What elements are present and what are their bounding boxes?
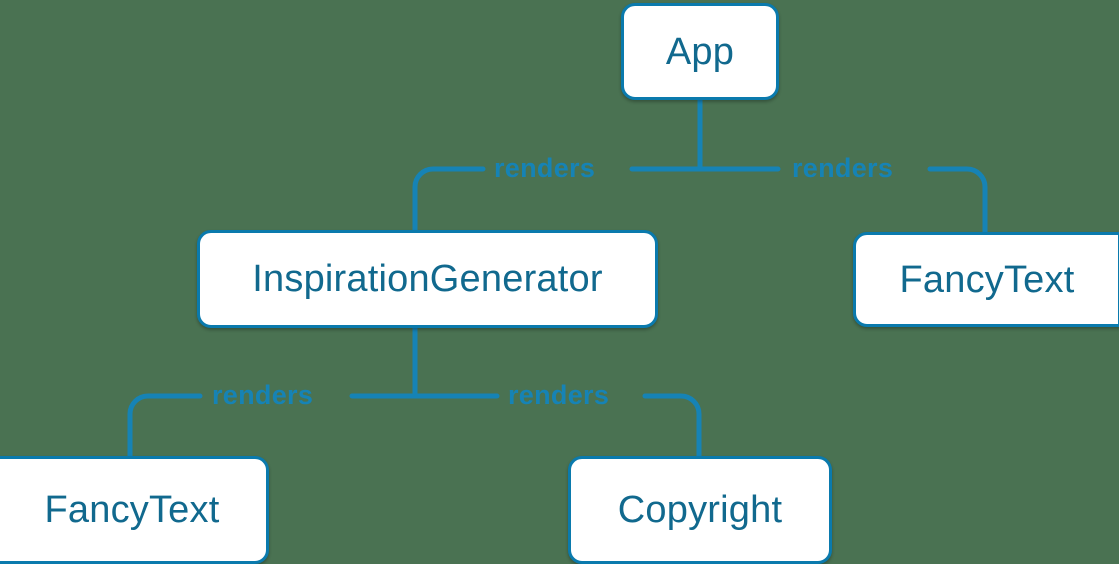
node-copyright[interactable]: Copyright	[568, 456, 832, 564]
node-fancytext-right-label: FancyText	[899, 258, 1075, 301]
node-fancytext-left-label: FancyText	[44, 489, 220, 531]
edge-inspiration-to-copyright	[412, 393, 702, 459]
edge-app-to-inspiration	[412, 166, 703, 233]
edge-label-app-to-inspiration-generator: renders	[494, 153, 596, 183]
edge-label-inspiration-generator-to-fancytext-left: renders	[212, 380, 314, 410]
node-copyright-label: Copyright	[617, 489, 783, 531]
edge-label-inspiration-generator-to-copyright: renders	[508, 380, 610, 410]
node-inspiration-generator-label: InspirationGenerator	[252, 258, 603, 300]
node-fancytext-right[interactable]: FancyText	[853, 232, 1119, 327]
edge-inspiration-to-fancytext-left	[127, 393, 418, 459]
edge-label-app-to-fancytext-right: renders	[792, 153, 894, 183]
node-fancytext-left[interactable]: FancyText	[0, 456, 269, 564]
edge-app-to-fancytext-right	[697, 166, 988, 235]
node-app-label: App	[665, 30, 735, 73]
node-app[interactable]: App	[621, 3, 779, 100]
node-inspiration-generator[interactable]: InspirationGenerator	[197, 230, 658, 328]
